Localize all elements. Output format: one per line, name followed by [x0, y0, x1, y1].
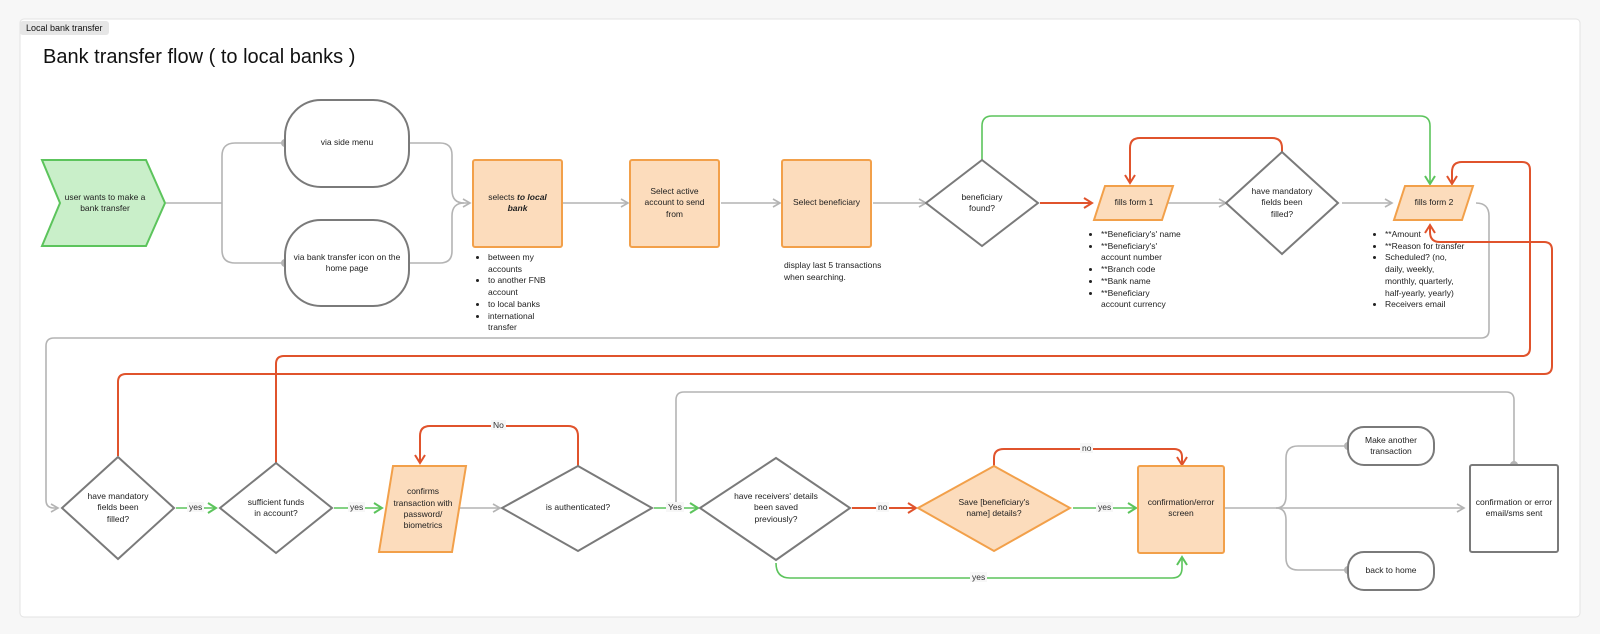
list-item: **Beneficiary account currency — [1101, 288, 1181, 311]
edge-label-yes-funds: yes — [348, 502, 366, 512]
frame-tag: Local bank transfer — [20, 21, 109, 35]
edge-to-back-home — [1275, 507, 1346, 571]
list-item: to another FNB account — [488, 275, 558, 298]
selects-label: selects to local bank — [478, 180, 557, 226]
side-menu-node — [284, 99, 410, 188]
selects-emphasis: to local bank — [507, 191, 547, 213]
save-details-label: Save [beneficiary's name] details? — [958, 496, 1030, 518]
select-account-node — [629, 159, 720, 248]
icon-node — [284, 219, 410, 307]
edge-label-yes-mandatory: yes — [187, 502, 205, 512]
list-item: **Beneficiary's' account number — [1101, 241, 1181, 264]
edge-icon-to-selects — [410, 202, 465, 264]
list-item: **Amount — [1385, 229, 1465, 241]
save-details-node — [915, 464, 1073, 553]
edge-label-yes-save: yes — [1096, 502, 1114, 512]
mandatory-top-node — [1224, 150, 1340, 256]
select-account-label: Select active account to send from — [644, 185, 705, 219]
mandatory-bottom-label: have mandatory fields been filled? — [87, 490, 149, 524]
back-home-node — [1347, 551, 1435, 591]
edge-label-no-save-details: no — [1080, 443, 1094, 453]
edge-mandatory-bottom-back — [117, 223, 1553, 456]
list-item: **Reason for transfer — [1385, 241, 1465, 253]
list-item: between my accounts — [488, 252, 558, 275]
list-item: **Beneficiary's' name — [1101, 229, 1181, 241]
icon-label: via bank transfer icon on the home page — [293, 251, 401, 273]
confirms-label: confirms transaction with password/ biom… — [393, 486, 453, 531]
edge-label-no-saved: no — [876, 502, 890, 512]
edge-to-icon — [221, 203, 285, 264]
list-item: **Branch code — [1101, 264, 1181, 276]
edge-mandatory-top-back — [1124, 137, 1283, 185]
edge-label-no-auth: No — [491, 420, 506, 430]
edge-to-make-another — [1275, 445, 1346, 509]
selects-prefix: selects — [488, 191, 518, 202]
page-title: Bank transfer flow ( to local banks ) — [43, 46, 356, 68]
selects-node — [472, 159, 563, 248]
list-item: international transfer — [488, 311, 558, 334]
start-label: user wants to make a bank transfer — [64, 191, 146, 213]
form2-label: fills form 2 — [1414, 197, 1454, 208]
form1-node — [1092, 185, 1175, 221]
edge-label-yes-auth: Yes — [666, 502, 684, 512]
edge-funds-back — [275, 161, 1531, 463]
list-item: **Bank name — [1101, 276, 1181, 288]
back-home-label: back to home — [1365, 565, 1417, 576]
list-item: to local banks — [488, 299, 558, 311]
saved-previously-node — [698, 456, 852, 562]
select-beneficiary-node — [781, 159, 872, 248]
funds-node — [218, 461, 334, 555]
form2-fields-list: **Amount **Reason for transfer Scheduled… — [1371, 229, 1465, 311]
mandatory-bottom-node — [60, 455, 176, 561]
side-menu-label: via side menu — [320, 137, 374, 148]
authenticated-label: is authenticated? — [545, 502, 611, 513]
beneficiary-found-node — [924, 158, 1040, 248]
select-beneficiary-label: Select beneficiary — [792, 197, 861, 208]
edge-to-side-menu — [221, 142, 285, 203]
form1-fields-list: **Beneficiary's' name **Beneficiary's' a… — [1087, 229, 1181, 311]
email-node — [1469, 464, 1559, 553]
form2-node — [1392, 185, 1475, 221]
edge-auth-to-email — [675, 391, 1515, 508]
edge-label-yes-saved: yes — [970, 572, 988, 582]
funds-label: sufficient funds in account? — [247, 496, 305, 518]
mandatory-top-label: have mandatory fields been filled? — [1251, 185, 1313, 219]
make-another-node — [1347, 426, 1435, 466]
confirms-node — [377, 465, 468, 553]
start-node — [40, 159, 167, 247]
email-label: confirmation or error email/sms sent — [1475, 496, 1553, 518]
list-item: Receivers email — [1385, 299, 1465, 311]
edge-saved-yes — [775, 555, 1188, 579]
confirmation-node — [1137, 465, 1225, 554]
edge-side-menu-to-selects — [410, 142, 472, 208]
make-another-label: Make another transaction — [1365, 434, 1417, 456]
beneficiary-found-label: beneficiary found? — [961, 191, 1003, 213]
grey-edges — [45, 142, 1515, 571]
selects-options-list: between my accounts to another FNB accou… — [474, 252, 558, 334]
confirmation-label: confirmation/error screen — [1147, 496, 1215, 518]
saved-previously-label: have receivers' details been saved previ… — [734, 490, 818, 524]
edge-found-to-form2 — [981, 115, 1436, 186]
beneficiary-note: display last 5 transactions when searchi… — [784, 260, 882, 282]
authenticated-node — [499, 464, 655, 553]
edge-form2-to-row2 — [45, 202, 1490, 513]
form1-label: fills form 1 — [1114, 197, 1154, 208]
list-item: Scheduled? (no, daily, weekly, monthly, … — [1385, 252, 1465, 299]
